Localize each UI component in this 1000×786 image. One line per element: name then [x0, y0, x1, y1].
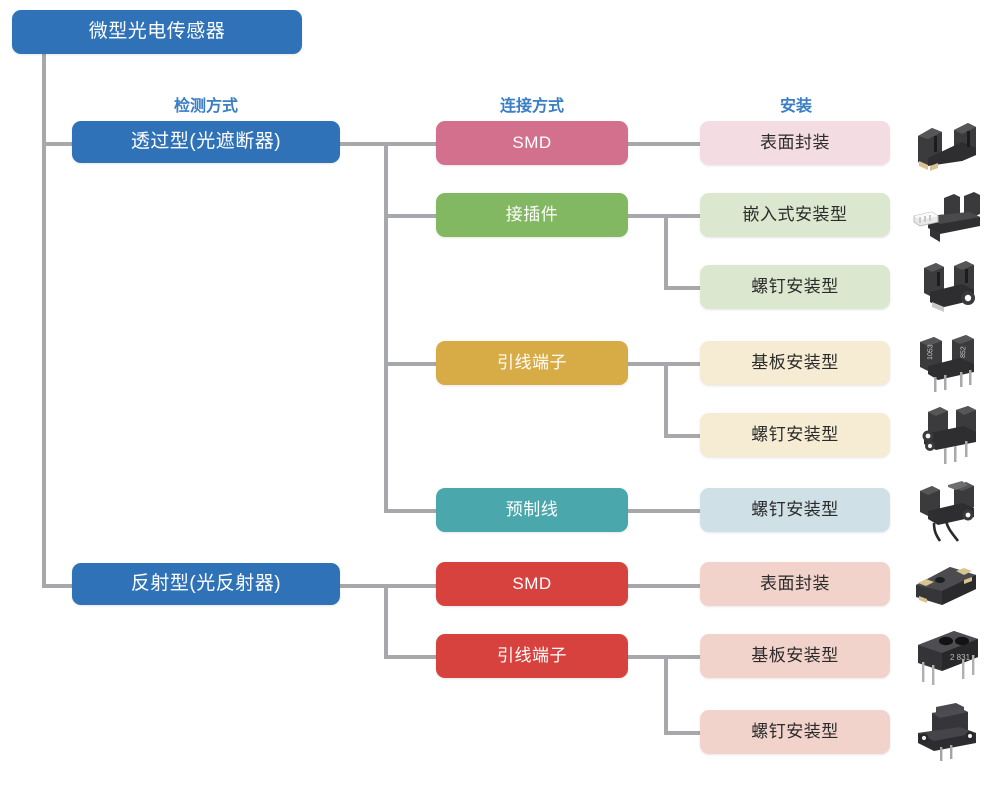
- connector-reflective-to-lead: [384, 655, 438, 659]
- svg-text:852: 852: [960, 346, 967, 358]
- product-photo-reflective-screw: [910, 703, 982, 765]
- product-photo-reflective-pcb: 2 831: [910, 627, 982, 689]
- connector-smdreflective-to-m7: [628, 584, 700, 588]
- svg-text:2 831: 2 831: [950, 653, 971, 662]
- connector-leadthrough-to-m4: [664, 362, 700, 366]
- node-mounting-m6[interactable]: 螺钉安装型: [700, 488, 890, 532]
- column-header-detection: 检测方式: [173, 98, 238, 115]
- connector-leadreflective-stem: [628, 655, 668, 659]
- connector-leadthrough-to-m5: [664, 434, 700, 438]
- node-connection-prewired[interactable]: 预制线: [436, 488, 628, 532]
- node-detection-through[interactable]: 透过型(光遮断器): [72, 121, 340, 163]
- node-mounting-m7[interactable]: 表面封装: [700, 562, 890, 606]
- connector-leadthrough-trunk: [664, 362, 668, 438]
- connector-reflective-to-smd: [384, 584, 438, 588]
- connector-through-stem: [340, 142, 388, 146]
- node-mounting-m2[interactable]: 嵌入式安装型: [700, 193, 890, 237]
- node-connection-lead-through[interactable]: 引线端子: [436, 341, 628, 385]
- connector-through-to-prewired: [384, 509, 438, 513]
- node-mounting-m4[interactable]: 基板安装型: [700, 341, 890, 385]
- connector-connector-to-m2: [664, 214, 700, 218]
- node-connection-connector[interactable]: 接插件: [436, 193, 628, 237]
- connector-connector-to-m3: [664, 286, 700, 290]
- svg-text:1053: 1053: [927, 344, 935, 360]
- connector-leadreflective-to-m8: [664, 655, 700, 659]
- connector-connector-trunk: [664, 214, 668, 290]
- node-connection-smd-through[interactable]: SMD: [436, 121, 628, 165]
- connector-connector-stem: [628, 214, 668, 218]
- node-mounting-m3[interactable]: 螺钉安装型: [700, 265, 890, 309]
- connector-smdthrough-to-m1: [628, 142, 700, 146]
- node-mounting-m8[interactable]: 基板安装型: [700, 634, 890, 678]
- node-mounting-m1[interactable]: 表面封装: [700, 121, 890, 165]
- connector-prewired-to-m6: [628, 509, 700, 513]
- product-photo-slot-sensor-screw: [910, 258, 982, 320]
- node-root[interactable]: 微型光电传感器: [12, 10, 302, 54]
- node-connection-smd-reflective[interactable]: SMD: [436, 562, 628, 606]
- product-photo-slot-sensor-smd: [910, 114, 982, 176]
- product-photo-slot-sensor-pcb: 1053 852: [910, 334, 982, 396]
- node-mounting-m5[interactable]: 螺钉安装型: [700, 413, 890, 457]
- column-header-connection: 连接方式: [499, 98, 564, 115]
- column-header-mounting: 安装: [779, 98, 812, 115]
- connector-leadreflective-trunk: [664, 655, 668, 731]
- node-mounting-m9[interactable]: 螺钉安装型: [700, 710, 890, 754]
- connector-through-to-lead: [384, 362, 438, 366]
- node-connection-lead-reflective[interactable]: 引线端子: [436, 634, 628, 678]
- connector-through-trunk: [384, 142, 388, 512]
- product-photo-slot-sensor-screw-lead: [910, 406, 982, 468]
- connector-trunk-to-reflective: [42, 584, 76, 588]
- connector-through-to-smd: [384, 142, 438, 146]
- connector-root-trunk: [42, 54, 46, 588]
- product-photo-slot-sensor-wired: [910, 481, 982, 543]
- connector-trunk-to-through: [42, 142, 76, 146]
- node-detection-reflective[interactable]: 反射型(光反射器): [72, 563, 340, 605]
- connector-reflective-trunk: [384, 584, 388, 658]
- connector-through-to-connector: [384, 214, 438, 218]
- connector-leadreflective-to-m9: [664, 731, 700, 735]
- connector-leadthrough-stem: [628, 362, 668, 366]
- product-photo-connector-sensor: [910, 186, 982, 248]
- connector-reflective-stem: [340, 584, 388, 588]
- product-photo-reflective-smd: [910, 555, 982, 617]
